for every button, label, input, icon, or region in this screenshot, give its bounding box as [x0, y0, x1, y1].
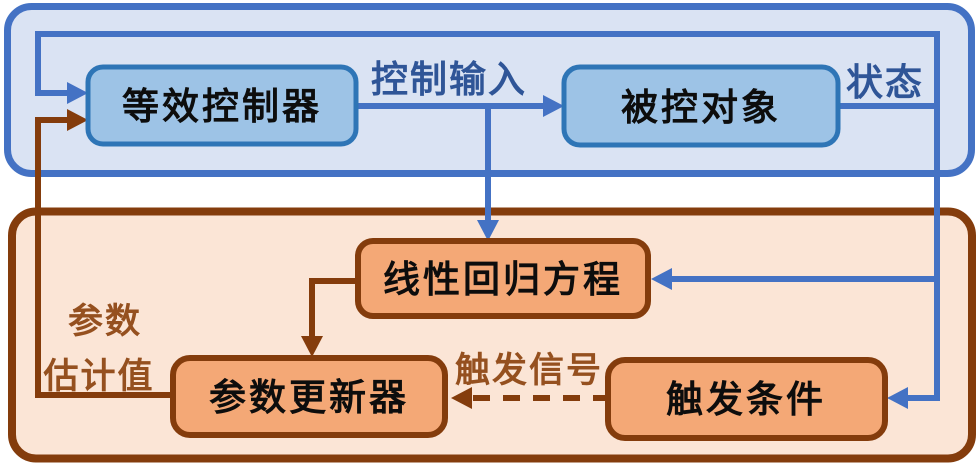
- arrowhead-input-to-regression-icon: [477, 220, 499, 241]
- arrowhead-state-to-regression-icon: [651, 268, 672, 290]
- node-controlled-plant-label: 被控对象: [621, 87, 781, 129]
- regression-to-updater-line: [309, 278, 358, 340]
- label-control-input: 控制输入: [371, 59, 527, 101]
- node-trigger-condition: [605, 357, 888, 441]
- node-parameter-updater-label: 参数更新器: [209, 377, 409, 419]
- state-feedback-rail: [35, 31, 940, 401]
- node-linear-regression-label: 线性回归方程: [383, 259, 623, 301]
- arrowhead-state-to-controller-icon: [67, 82, 88, 104]
- arrowhead-estimate-to-controller-icon: [67, 109, 88, 131]
- node-parameter-updater: [170, 355, 448, 438]
- label-parameter-estimate-line2: 估计值: [42, 357, 154, 396]
- label-trigger-signal: 触发信号: [455, 351, 603, 390]
- arrowhead-trigger-signal-icon: [451, 387, 472, 409]
- node-controlled-plant: [561, 64, 841, 148]
- label-parameter-estimate-line1: 参数: [68, 302, 142, 341]
- arrowhead-regression-to-updater-icon: [301, 336, 323, 357]
- node-linear-regression: [355, 238, 651, 319]
- node-trigger-condition-label: 触发条件: [666, 379, 826, 421]
- node-equivalent-controller-label: 等效控制器: [122, 86, 322, 128]
- arrowhead-control-input-icon: [543, 95, 564, 117]
- arrowhead-state-to-trigger-icon: [887, 387, 908, 409]
- parameter-estimate-rail: [35, 117, 173, 398]
- node-equivalent-controller: [85, 64, 359, 147]
- label-state: 状态: [846, 62, 924, 104]
